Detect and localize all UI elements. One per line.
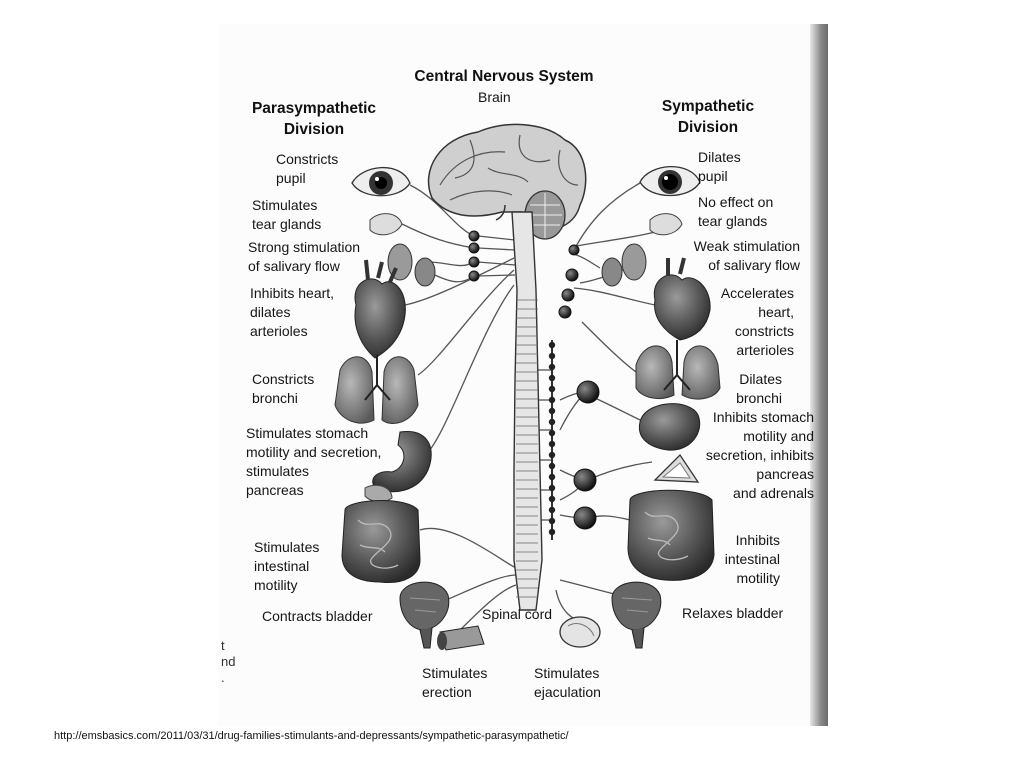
right-salivary-glands bbox=[601, 243, 647, 287]
sympathetic-header: Sympathetic Division bbox=[661, 98, 755, 136]
right-label-salivary: Weak stimulation of salivary flow bbox=[693, 238, 800, 273]
adrenal-gland bbox=[653, 453, 700, 483]
right-lungs bbox=[635, 340, 721, 400]
left-label-tear-glands: Stimulates tear glands bbox=[252, 197, 322, 232]
left-tear-gland bbox=[369, 213, 403, 236]
left-label-intestine: Stimulates intestinal motility bbox=[254, 539, 320, 593]
left-label-heart: Inhibits heart, dilates arterioles bbox=[250, 285, 335, 339]
brain bbox=[427, 123, 587, 240]
penis bbox=[437, 625, 485, 651]
right-label-tear-glands: No effect on tear glands bbox=[698, 194, 774, 229]
right-tear-gland bbox=[649, 213, 683, 236]
right-label-bladder: Relaxes bladder bbox=[682, 605, 784, 621]
right-bladder bbox=[611, 581, 662, 649]
left-lungs bbox=[334, 355, 419, 424]
sympathetic-ganglion bbox=[576, 380, 600, 404]
right-label-intestine: Inhibits intestinal motility bbox=[724, 532, 780, 586]
left-intestines bbox=[341, 500, 421, 584]
left-heart bbox=[354, 259, 406, 359]
right-intestines bbox=[627, 489, 715, 581]
left-bladder bbox=[399, 581, 450, 649]
ejaculation-label: Stimulates ejaculation bbox=[534, 665, 601, 700]
left-salivary-glands bbox=[387, 243, 436, 287]
right-stomach bbox=[638, 403, 701, 451]
parasympathetic-header: Parasympathetic Division bbox=[251, 100, 377, 138]
sympathetic-ganglion bbox=[573, 468, 597, 492]
sympathetic-ganglion bbox=[573, 506, 597, 530]
sympathetic-chain bbox=[468, 230, 600, 540]
brain-label: Brain bbox=[478, 89, 511, 105]
parasympathetic-ganglion bbox=[468, 230, 480, 242]
right-label-bronchi: Dilates bronchi bbox=[736, 371, 782, 406]
right-heart bbox=[653, 257, 711, 341]
left-label-bronchi: Constricts bronchi bbox=[252, 371, 315, 406]
testis bbox=[559, 616, 601, 648]
diagram-title: Central Nervous System bbox=[414, 68, 594, 85]
left-label-stomach: Stimulates stomach motility and secretio… bbox=[246, 425, 382, 498]
sympathetic-ganglion bbox=[558, 305, 572, 319]
parasympathetic-ganglion bbox=[468, 242, 480, 254]
right-label-pupil: Dilates pupil bbox=[698, 149, 741, 184]
erection-label: Stimulates erection bbox=[422, 665, 488, 700]
left-label-bladder: Contracts bladder bbox=[262, 608, 373, 624]
parasympathetic-ganglion bbox=[468, 256, 480, 268]
nerve-fibers bbox=[401, 182, 683, 641]
source-url: http://emsbasics.com/2011/03/31/drug-fam… bbox=[54, 730, 569, 742]
right-label-heart: Accelerates heart, constricts arterioles bbox=[720, 285, 794, 358]
spinal-cord bbox=[511, 211, 543, 611]
page-edge-shadow bbox=[810, 24, 828, 726]
sympathetic-ganglion bbox=[561, 288, 575, 302]
left-eye bbox=[351, 166, 411, 197]
right-label-stomach: Inhibits stomach motility and secretion,… bbox=[705, 409, 814, 501]
cropped-margin-text: t nd . bbox=[221, 638, 236, 685]
spinal-cord-label: Spinal cord bbox=[482, 606, 553, 622]
right-eye bbox=[639, 165, 701, 197]
parasympathetic-ganglion bbox=[468, 270, 480, 282]
sympathetic-ganglion bbox=[565, 268, 579, 282]
sympathetic-ganglion bbox=[568, 244, 580, 256]
left-label-salivary: Strong stimulation of salivary flow bbox=[248, 239, 361, 274]
left-label-pupil: Constricts pupil bbox=[276, 151, 339, 186]
left-stomach bbox=[364, 431, 432, 503]
